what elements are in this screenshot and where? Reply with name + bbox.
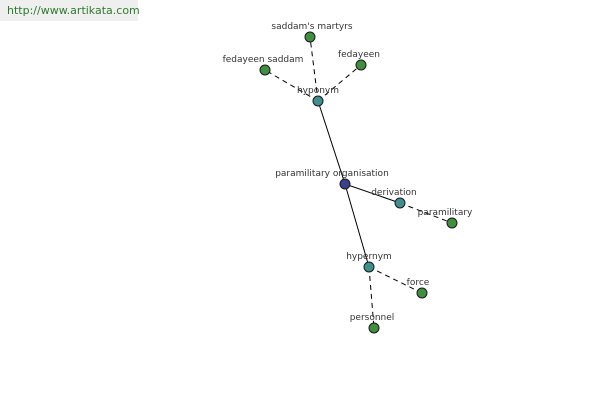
node-label-fedayeen_saddam[interactable]: fedayeen saddam bbox=[223, 55, 304, 65]
node-saddams_martyrs[interactable] bbox=[304, 31, 316, 43]
node-personnel[interactable] bbox=[368, 322, 380, 334]
node-label-hypernym[interactable]: hypernym bbox=[346, 252, 392, 262]
edges-layer bbox=[264, 36, 453, 329]
node-label-personnel[interactable]: personnel bbox=[350, 313, 395, 323]
node-fedayeen_saddam[interactable] bbox=[259, 64, 271, 76]
edge-hyponym-fedayeen_saddam bbox=[264, 69, 319, 102]
labels-layer: paramilitary organisation hyponym derivati… bbox=[223, 22, 473, 323]
edge-center-hyponym bbox=[317, 100, 346, 185]
edge-center-hypernym bbox=[344, 183, 370, 268]
node-label-fedayeen[interactable]: fedayeen bbox=[338, 50, 380, 60]
node-hyponym[interactable] bbox=[312, 95, 324, 107]
node-fedayeen[interactable] bbox=[355, 59, 367, 71]
edge-center-derivation bbox=[344, 183, 401, 204]
edge-hypernym-personnel bbox=[368, 266, 375, 329]
edge-hyponym-fedayeen bbox=[317, 64, 362, 102]
node-label-hyponym[interactable]: hyponym bbox=[297, 86, 339, 96]
node-label-force[interactable]: force bbox=[407, 278, 430, 288]
edge-hypernym-force bbox=[368, 266, 423, 294]
node-paramilitary[interactable] bbox=[446, 217, 458, 229]
node-label-saddams_martyrs[interactable]: saddam's martyrs bbox=[271, 22, 352, 32]
node-label-derivation[interactable]: derivation bbox=[371, 188, 417, 198]
node-center[interactable] bbox=[339, 178, 351, 190]
nodes-layer bbox=[259, 31, 458, 334]
node-label-paramilitary[interactable]: paramilitary bbox=[418, 208, 473, 218]
node-derivation[interactable] bbox=[394, 197, 406, 209]
watermark-url: http://www.artikata.com bbox=[0, 0, 140, 21]
node-label-center[interactable]: paramilitary organisation bbox=[275, 169, 389, 179]
edge-derivation-paramilitary bbox=[399, 202, 453, 224]
node-hypernym[interactable] bbox=[363, 261, 375, 273]
edge-hyponym-saddams_martyrs bbox=[309, 36, 319, 102]
node-force[interactable] bbox=[416, 287, 428, 299]
